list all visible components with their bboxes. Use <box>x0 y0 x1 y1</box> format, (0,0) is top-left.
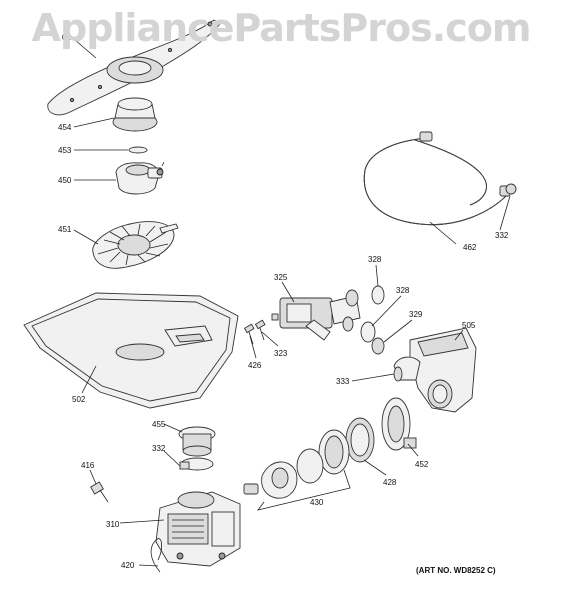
part-gasket[interactable] <box>345 417 375 463</box>
part-washer-upper[interactable] <box>371 285 385 305</box>
callout-328-upper: 328 <box>368 255 382 264</box>
callout-505: 505 <box>462 321 476 330</box>
callout-332-hose: 332 <box>495 231 509 240</box>
callout-328-lower: 328 <box>396 286 410 295</box>
callout-420: 420 <box>121 561 135 570</box>
part-chopper-assembly[interactable] <box>178 426 216 457</box>
part-pump-housing[interactable] <box>393 327 477 413</box>
part-drain-valve[interactable] <box>279 289 361 341</box>
callout-329: 329 <box>409 310 423 319</box>
callout-453: 453 <box>58 146 72 155</box>
part-drain-hose[interactable] <box>363 131 511 226</box>
part-washer-lower[interactable] <box>360 321 376 343</box>
callout-323: 323 <box>274 349 288 358</box>
callout-452: 452 <box>415 460 429 469</box>
callout-430: 430 <box>310 498 324 507</box>
part-pump-motor[interactable] <box>155 491 241 567</box>
part-impeller-group[interactable] <box>243 429 350 499</box>
part-filter-assembly[interactable] <box>92 221 179 269</box>
part-spray-tower-base[interactable] <box>115 161 165 195</box>
callout-416: 416 <box>81 461 95 470</box>
callout-462: 462 <box>463 243 477 252</box>
part-nut[interactable] <box>371 337 385 355</box>
part-o-ring[interactable] <box>128 146 148 154</box>
callout-426: 426 <box>248 361 262 370</box>
callout-325: 325 <box>274 273 288 282</box>
callout-450: 450 <box>58 176 72 185</box>
callout-451: 451 <box>58 225 72 234</box>
leader-lines <box>73 39 511 567</box>
callout-502: 502 <box>72 395 86 404</box>
callout-454: 454 <box>58 123 72 132</box>
part-clamp[interactable] <box>393 366 403 382</box>
part-motor-clamp[interactable] <box>179 457 214 471</box>
callout-01: 01 <box>62 33 71 42</box>
callout-455: 455 <box>152 420 166 429</box>
callout-332-motor: 332 <box>152 444 166 453</box>
part-screws[interactable] <box>243 313 279 345</box>
part-sump-floor[interactable] <box>23 292 239 409</box>
callout-310: 310 <box>106 520 120 529</box>
callout-428: 428 <box>383 478 397 487</box>
part-seal-ring[interactable] <box>381 397 417 451</box>
part-bolt[interactable] <box>90 481 109 503</box>
watermark-logo: AppliancePartsPros.com <box>31 6 532 50</box>
callout-333: 333 <box>336 377 350 386</box>
art-number: (ART NO. WD8252 C) <box>416 566 496 575</box>
part-spray-arm[interactable] <box>47 19 221 116</box>
part-wire-harness[interactable] <box>150 538 162 573</box>
part-hose-clamp[interactable] <box>505 183 517 195</box>
part-spray-arm-hub[interactable] <box>112 97 158 132</box>
